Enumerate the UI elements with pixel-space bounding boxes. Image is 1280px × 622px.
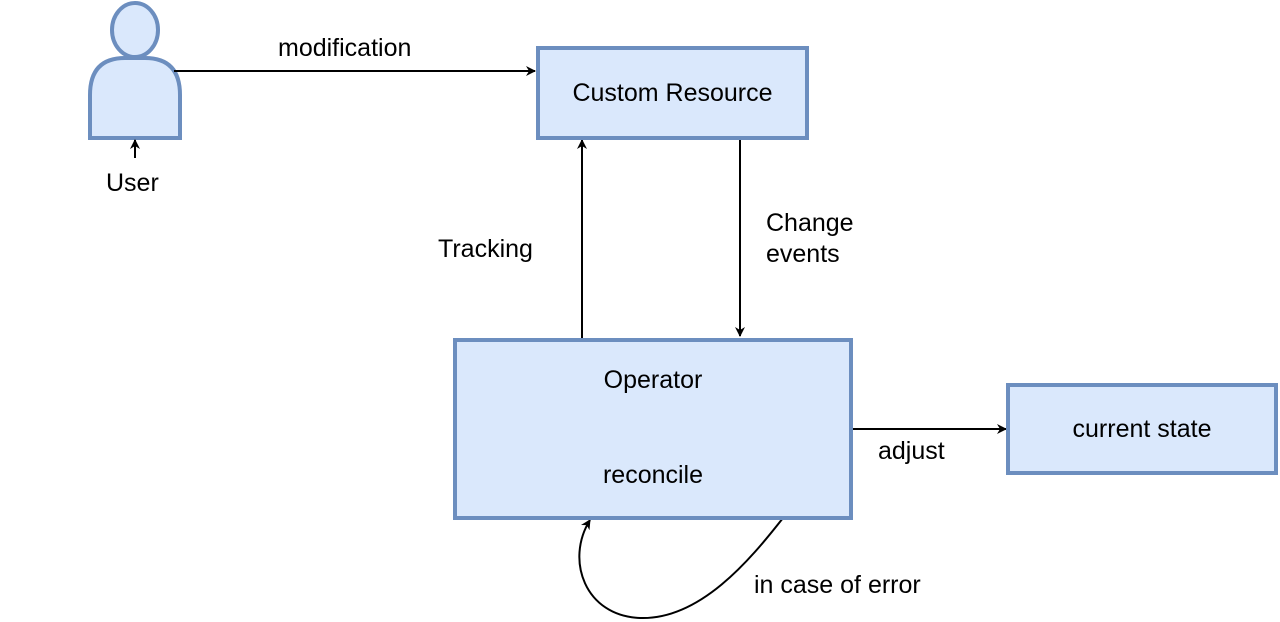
tracking-label: Tracking bbox=[438, 235, 533, 263]
operator-node[interactable]: Operator reconcile bbox=[453, 338, 853, 520]
user-icon[interactable] bbox=[88, 1, 182, 140]
operator-action: reconcile bbox=[602, 461, 704, 489]
user-label: User bbox=[106, 169, 159, 197]
modification-label: modification bbox=[278, 34, 412, 62]
custom-resource-node[interactable]: Custom Resource bbox=[536, 46, 809, 140]
error-loop-edge[interactable] bbox=[578, 517, 784, 620]
custom-resource-label: Custom Resource bbox=[572, 78, 773, 107]
error-loop-label: in case of error bbox=[754, 571, 921, 599]
operator-title: Operator bbox=[603, 366, 703, 394]
change-events-label-line1: Change bbox=[766, 209, 854, 237]
adjust-label: adjust bbox=[878, 437, 945, 465]
current-state-node[interactable]: current state bbox=[1006, 383, 1278, 475]
change-events-label-line2: events bbox=[766, 240, 840, 268]
current-state-label: current state bbox=[1072, 414, 1212, 443]
